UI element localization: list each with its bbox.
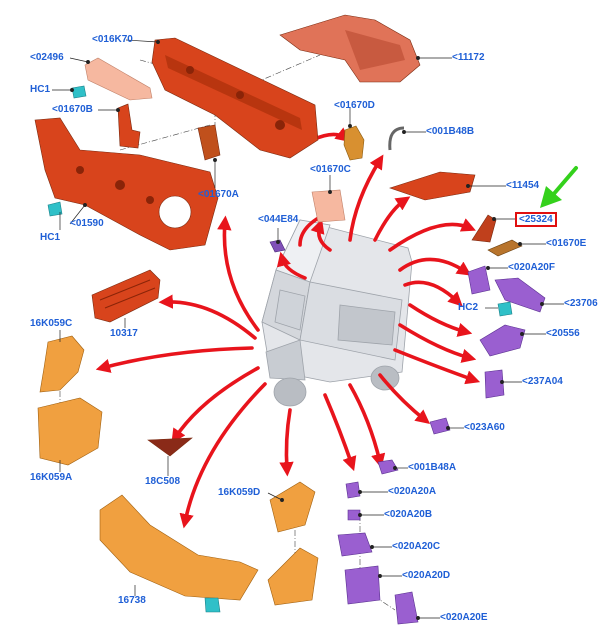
callout-11454[interactable]: <11454 bbox=[506, 180, 540, 191]
leader-lines bbox=[52, 39, 564, 620]
callout-HC1-lower[interactable]: HC1 bbox=[40, 232, 61, 243]
part-020A20D bbox=[344, 565, 381, 605]
callout-020A20F[interactable]: <020A20F bbox=[508, 262, 555, 273]
part-01670A bbox=[197, 124, 221, 161]
arrows bbox=[95, 127, 481, 529]
part-16K059D bbox=[269, 481, 316, 533]
part-02496 bbox=[84, 57, 153, 101]
part-01670B bbox=[117, 103, 141, 149]
part-01670E bbox=[487, 239, 523, 257]
part-HC1-a bbox=[71, 85, 87, 99]
part-18C508 bbox=[147, 437, 193, 457]
part-01670D bbox=[343, 125, 365, 161]
part-020A20A bbox=[345, 481, 361, 499]
part-001B48A bbox=[377, 459, 399, 475]
callout-01670A[interactable]: <01670A bbox=[198, 189, 239, 200]
callout-16738[interactable]: 16738 bbox=[118, 595, 146, 606]
part-11172 bbox=[279, 14, 421, 83]
callout-16K059D[interactable]: 16K059D bbox=[218, 487, 261, 498]
parts bbox=[34, 14, 546, 625]
callout-01670B[interactable]: <01670B bbox=[52, 104, 93, 115]
callout-02496[interactable]: <02496 bbox=[30, 52, 64, 63]
part-020A20E bbox=[394, 591, 419, 625]
callout-001B48A[interactable]: <001B48A bbox=[408, 462, 457, 473]
part-16K059C bbox=[39, 335, 85, 393]
callout-01590[interactable]: <01590 bbox=[70, 218, 104, 229]
callout-20556[interactable]: <20556 bbox=[546, 328, 580, 339]
callout-HC1-upper[interactable]: HC1 bbox=[30, 84, 51, 95]
part-HC2-clip bbox=[497, 301, 513, 317]
callout-044E84[interactable]: <044E84 bbox=[258, 214, 299, 225]
callout-023A60[interactable]: <023A60 bbox=[464, 422, 505, 433]
callout-18C508[interactable]: 18C508 bbox=[145, 476, 181, 487]
callout-01670D[interactable]: <01670D bbox=[334, 100, 375, 111]
callout-020A20C[interactable]: <020A20C bbox=[392, 541, 441, 552]
callout-001B48B[interactable]: <001B48B bbox=[426, 126, 475, 137]
part-01670C bbox=[311, 189, 346, 223]
part-16K059D-lower bbox=[267, 547, 319, 606]
part-020A20F bbox=[467, 265, 491, 295]
callout-020A20A[interactable]: <020A20A bbox=[388, 486, 437, 497]
callout-020A20B[interactable]: <020A20B bbox=[384, 509, 433, 520]
part-020A20B bbox=[347, 509, 361, 521]
van-illustration bbox=[261, 219, 413, 407]
part-020A20C bbox=[337, 532, 373, 557]
part-16738 bbox=[99, 494, 259, 601]
part-16K059A bbox=[37, 397, 103, 466]
callout-01670E[interactable]: <01670E bbox=[546, 238, 587, 249]
callout-16K059C[interactable]: 16K059C bbox=[30, 318, 73, 329]
part-10317 bbox=[91, 269, 161, 323]
part-237A04 bbox=[484, 369, 505, 399]
callout-020A20D[interactable]: <020A20D bbox=[402, 570, 451, 581]
callout-016K70[interactable]: <016K70 bbox=[92, 34, 133, 45]
callout-020A20E[interactable]: <020A20E bbox=[440, 612, 488, 623]
part-HC1-b bbox=[47, 201, 63, 217]
part-20556 bbox=[479, 324, 526, 357]
part-023A60 bbox=[429, 417, 451, 435]
callout-237A04[interactable]: <237A04 bbox=[522, 376, 563, 387]
callout-01670C[interactable]: <01670C bbox=[310, 164, 351, 175]
callout-16K059A[interactable]: 16K059A bbox=[30, 472, 73, 483]
callout-HC2[interactable]: HC2 bbox=[458, 302, 479, 313]
highlight-arrow bbox=[540, 166, 578, 208]
callout-11172[interactable]: <11172 bbox=[452, 52, 485, 63]
part-25324 bbox=[471, 214, 497, 243]
part-11454 bbox=[389, 171, 476, 201]
callout-25324-highlighted[interactable]: <25324 bbox=[515, 212, 557, 227]
part-001B48B bbox=[388, 126, 405, 151]
callout-10317[interactable]: 10317 bbox=[110, 328, 138, 339]
callout-23706[interactable]: <23706 bbox=[564, 298, 598, 309]
